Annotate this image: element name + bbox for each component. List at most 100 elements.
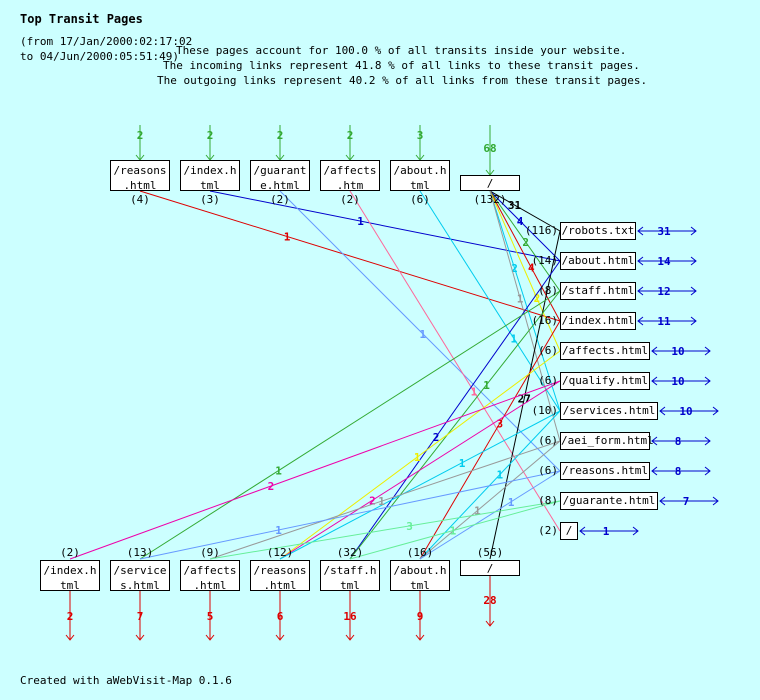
arrow-head xyxy=(579,526,586,536)
transit-link xyxy=(349,260,561,560)
transit-link-count: 1 xyxy=(459,457,466,470)
transit-page-count: (6) xyxy=(538,344,558,357)
arrow-head xyxy=(651,436,658,446)
transit-link xyxy=(489,190,561,412)
transit-link xyxy=(489,190,561,352)
top-page-node[interactable]: /index.h tml xyxy=(180,160,240,192)
outgoing-count: 7 xyxy=(137,610,144,623)
incoming-count: 68 xyxy=(483,142,496,155)
bottom-page-count: (16) xyxy=(406,546,434,559)
self-link-count: 8 xyxy=(675,435,682,448)
arrow-head xyxy=(712,496,719,506)
transit-page-node[interactable]: /staff.html xyxy=(560,282,636,300)
transit-page-node[interactable]: /reasons.html xyxy=(560,462,650,480)
transit-link xyxy=(349,500,561,560)
arrow-head xyxy=(485,620,495,627)
arrow-head xyxy=(651,346,658,356)
arrow-head xyxy=(651,376,658,386)
transit-page-count: (6) xyxy=(538,374,558,387)
transit-link-count: 1 xyxy=(517,293,524,306)
arrow-head xyxy=(659,496,666,506)
bottom-page-node[interactable]: /service s.html xyxy=(110,560,170,592)
transit-link xyxy=(279,190,561,472)
top-page-count: (3) xyxy=(200,193,220,206)
arrow-head xyxy=(690,256,697,266)
bottom-page-count: (13) xyxy=(126,546,154,559)
transit-page-node[interactable]: /guarante.html xyxy=(560,492,658,510)
arrow-head xyxy=(637,256,644,266)
transit-link-count: 4 xyxy=(517,215,524,228)
transit-page-count: (10) xyxy=(531,404,559,417)
self-link-count: 12 xyxy=(657,285,670,298)
transit-link xyxy=(489,190,561,322)
incoming-count: 3 xyxy=(417,129,424,142)
transit-link-count: 1 xyxy=(357,215,364,228)
transit-link xyxy=(209,190,561,262)
top-page-node[interactable]: /reasons .html xyxy=(110,160,170,192)
transit-link xyxy=(419,470,561,560)
self-link-count: 1 xyxy=(603,525,610,538)
transit-link-count: 1 xyxy=(419,328,426,341)
transit-page-node[interactable]: /services.html xyxy=(560,402,658,420)
transit-link xyxy=(419,410,561,560)
transit-link xyxy=(489,190,561,292)
transit-page-count: (2) xyxy=(538,524,558,537)
transit-link xyxy=(69,380,561,560)
self-link-count: 10 xyxy=(671,375,684,388)
self-link-count: 11 xyxy=(657,315,671,328)
transit-link xyxy=(419,320,561,560)
top-page-count: (132) xyxy=(473,193,507,206)
transit-link-count: 31 xyxy=(508,199,522,212)
transit-page-node[interactable]: /index.html xyxy=(560,312,636,330)
bottom-page-count: (56) xyxy=(476,546,504,559)
transit-link xyxy=(209,440,561,560)
transit-link xyxy=(139,290,561,560)
top-page-node[interactable]: /about.h tml xyxy=(390,160,450,192)
bottom-page-count: (12) xyxy=(266,546,294,559)
top-page-node[interactable]: /affects .htm xyxy=(320,160,380,192)
arrow-head xyxy=(205,634,215,641)
arrow-head xyxy=(690,316,697,326)
transit-link xyxy=(489,190,561,232)
bottom-page-node[interactable]: /reasons .html xyxy=(250,560,310,592)
summary-incoming: The incoming links represent 41.8 % of a… xyxy=(163,59,640,72)
transit-page-node[interactable]: /about.html xyxy=(560,252,636,270)
transit-page-count: (116) xyxy=(524,224,558,237)
self-link-count: 31 xyxy=(657,225,671,238)
period-start: (from 17/Jan/2000:02:17:02 xyxy=(20,35,193,48)
bottom-page-node[interactable]: /about.h tml xyxy=(390,560,450,592)
transit-link xyxy=(489,230,561,560)
bottom-page-node[interactable]: /staff.h tml xyxy=(320,560,380,592)
transit-page-node[interactable]: /qualify.html xyxy=(560,372,650,390)
summary-outgoing: The outgoing links represent 40.2 % of a… xyxy=(157,74,648,87)
incoming-count: 2 xyxy=(137,129,144,142)
bottom-page-node[interactable]: /index.h tml xyxy=(40,560,100,592)
outgoing-count: 2 xyxy=(67,610,74,623)
summary-transits: These pages account for 100.0 % of all t… xyxy=(176,44,627,57)
transit-page-node[interactable]: /affects.html xyxy=(560,342,650,360)
arrow-head xyxy=(704,346,711,356)
transit-link xyxy=(139,470,561,560)
arrow-head xyxy=(135,634,145,641)
transit-link-count: 1 xyxy=(275,524,282,537)
transit-link xyxy=(279,410,561,560)
arrow-head xyxy=(690,226,697,236)
bottom-page-count: (2) xyxy=(60,546,80,559)
bottom-page-node[interactable]: / xyxy=(460,560,520,576)
transit-link-count: 2 xyxy=(522,236,529,249)
transit-page-node[interactable]: /aei_form.html xyxy=(560,432,654,450)
bottom-page-count: (32) xyxy=(336,546,364,559)
arrow-head xyxy=(637,286,644,296)
transit-page-node[interactable]: / xyxy=(560,522,578,540)
top-page-node[interactable]: / xyxy=(460,175,520,191)
bottom-page-node[interactable]: /affects .html xyxy=(180,560,240,592)
transit-link-count: 2 xyxy=(511,262,518,275)
top-page-node[interactable]: /guarant e.html xyxy=(250,160,310,192)
transit-link-count: 1 xyxy=(496,469,503,482)
page-title: Top Transit Pages xyxy=(20,12,143,26)
transit-link xyxy=(279,380,561,560)
transit-link-count: 1 xyxy=(275,465,282,478)
incoming-count: 2 xyxy=(207,129,214,142)
transit-page-node[interactable]: /robots.txt xyxy=(560,222,636,240)
